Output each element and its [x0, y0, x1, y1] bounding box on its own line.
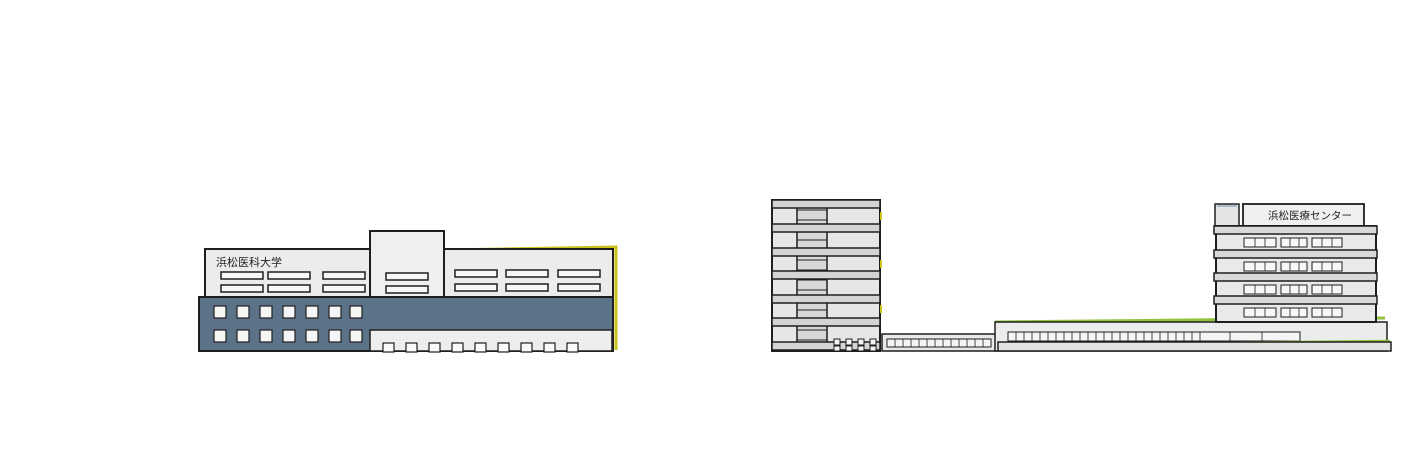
- right-building-sign: 浜松医療センター: [1268, 209, 1352, 222]
- right-building: 浜松医療センター: [771, 199, 1392, 352]
- left-building-sign: 浜松医科大学: [216, 255, 282, 269]
- left-building: 浜松医科大学: [198, 230, 618, 353]
